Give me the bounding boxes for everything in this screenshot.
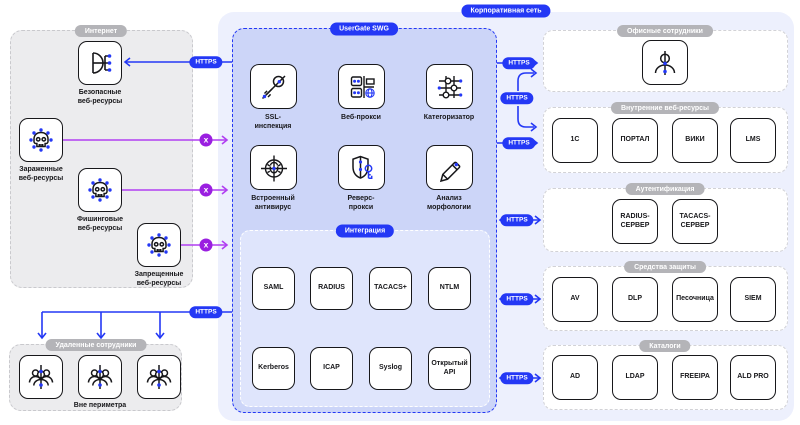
antivirus-label: Встроенный антивирус [251, 195, 295, 212]
https-badge: HTTPS [500, 293, 534, 305]
lms-node: LMS [730, 118, 776, 163]
remote-employee-node [19, 355, 63, 399]
reverse-proxy-icon [351, 155, 372, 179]
remote-employee-node [137, 355, 181, 399]
https-badge: HTTPS [500, 372, 534, 384]
infected-web-resources-node [19, 118, 63, 162]
morphology-label: Анализ морфологии [427, 195, 471, 212]
security-tools-badge: Средства защиты [624, 261, 706, 273]
morphology-analysis-icon [439, 161, 460, 182]
categorizer-label: Категоризатор [423, 114, 475, 121]
ad-node: AD [552, 355, 598, 400]
internet-badge: Интернет [74, 25, 128, 37]
blocked-x-badge: x [199, 133, 213, 147]
open-api-node: Открытый API [428, 347, 471, 390]
reverse-proxy-label: Реверс- прокси [347, 195, 375, 212]
siem-node: SIEM [730, 277, 776, 322]
web-proxy-label: Веб-прокси [341, 114, 381, 121]
web-proxy-node [338, 64, 385, 109]
integration-badge: Интеграция [335, 224, 395, 238]
authentication-badge: Аутентификация [625, 183, 705, 195]
office-employee-node [642, 40, 688, 85]
internal-web-badge: Внутренние веб-ресурсы [610, 102, 720, 114]
perimeter-label: Вне периметра [73, 402, 127, 409]
forbidden-web-resources-node [137, 223, 181, 267]
aldpro-node: ALD PRO [730, 355, 776, 400]
people-icon [87, 365, 113, 389]
skull-icon [88, 178, 112, 202]
reverse-proxy-node [338, 145, 385, 190]
safe-web-resources-label: Безопасные веб-ресурсы [77, 89, 123, 106]
corporate-network-badge: Корпоративная сеть [461, 4, 551, 18]
antivirus-node [250, 145, 297, 190]
freeipa-node: FREEIPA [672, 355, 718, 400]
ssl-inspection-label: SSL- инспекция [254, 114, 292, 131]
categorizer-node [426, 64, 473, 109]
ntlm-node: NTLM [428, 267, 471, 310]
remote-employees-badge: Удаленные сотрудники [45, 339, 147, 351]
skull-icon [147, 233, 171, 257]
kerberos-node: Kerberos [252, 347, 295, 390]
icap-node: ICAP [310, 347, 353, 390]
tacacs-server-node: TACACS- СЕРВЕР [672, 199, 718, 244]
https-badge: HTTPS [502, 137, 536, 149]
people-icon [28, 365, 54, 389]
ssl-inspection-icon [261, 74, 286, 99]
av-node: AV [552, 277, 598, 322]
1c-node: 1С [552, 118, 598, 163]
authentication-panel [543, 188, 788, 252]
tacacs-node: TACACS+ [369, 267, 412, 310]
https-badge: HTTPS [502, 57, 536, 69]
remote-employee-node [78, 355, 122, 399]
morphology-node [426, 145, 473, 190]
wiki-node: ВИКИ [672, 118, 718, 163]
antivirus-icon [260, 155, 287, 181]
blocked-x-badge: x [199, 183, 213, 197]
infected-web-resources-label: Зараженные веб-ресурсы [18, 166, 64, 183]
office-employees-badge: Офисные сотрудники [617, 25, 713, 37]
web-resources-icon [92, 52, 112, 74]
phishing-web-resources-label: Фишинговые веб-ресурсы [77, 216, 123, 233]
usergate-swg-badge: UserGate SWG [330, 22, 398, 36]
saml-node: SAML [252, 267, 295, 310]
blocked-x-badge: x [199, 238, 213, 252]
ldap-node: LDAP [612, 355, 658, 400]
people-icon [146, 365, 172, 389]
dlp-node: DLP [612, 277, 658, 322]
categorizer-icon [437, 75, 462, 99]
directories-badge: Каталоги [639, 340, 691, 352]
https-badge: HTTPS [189, 56, 223, 68]
phishing-web-resources-node [78, 168, 122, 212]
ssl-inspection-node [250, 64, 297, 109]
radius-node: RADIUS [310, 267, 353, 310]
radius-server-node: RADIUS- СЕРВЕР [612, 199, 658, 244]
person-icon [654, 50, 676, 75]
https-badge: HTTPS [500, 92, 534, 104]
web-proxy-icon [350, 75, 375, 98]
skull-icon [29, 128, 53, 152]
safe-web-resources-node [78, 41, 122, 85]
https-badge: HTTPS [189, 306, 223, 318]
syslog-node: Syslog [369, 347, 412, 390]
https-badge: HTTPS [500, 214, 534, 226]
portal-node: ПОРТАЛ [612, 118, 658, 163]
forbidden-web-resources-label: Запрещенные веб-ресурсы [134, 271, 184, 288]
sandbox-node: Песочница [672, 277, 718, 322]
